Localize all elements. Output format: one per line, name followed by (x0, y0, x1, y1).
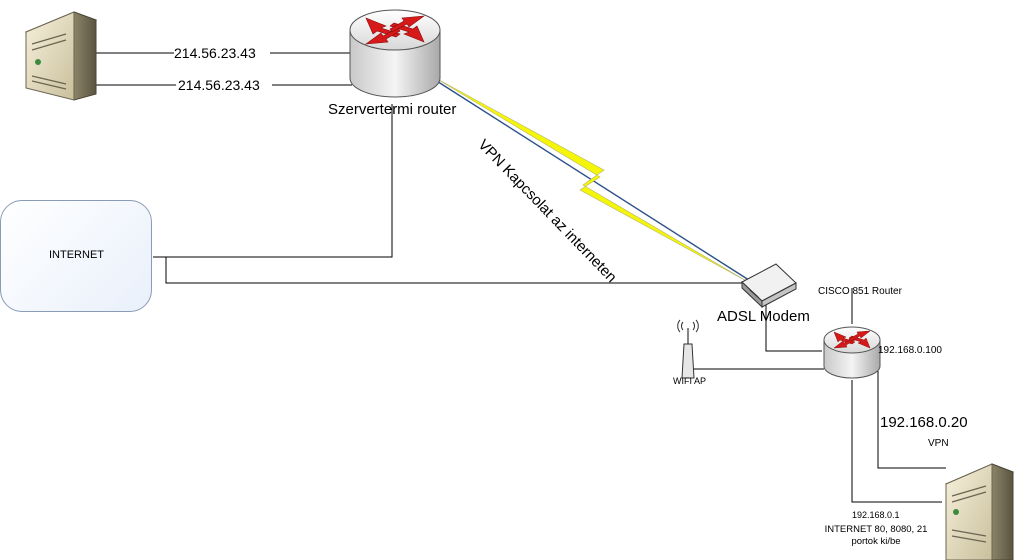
server-icon (944, 463, 1015, 560)
connection-lines (96, 52, 946, 503)
server-ip-label-2: 214.56.23.43 (178, 77, 260, 93)
internet-label: INTERNET (49, 249, 104, 261)
lan-ip-label: 192.168.0.1 (852, 510, 900, 520)
wifi-ap-icon (677, 319, 699, 379)
ports-note-label: INTERNET 80, 8080, 21 portok ki/be (824, 524, 928, 547)
vpn-ip-label: 192.168.0.20 (880, 414, 968, 431)
server-icon (24, 11, 98, 101)
wifi-ap-label: WIFI AP (673, 376, 707, 386)
adsl-modem-label: ADSL Modem (717, 308, 810, 325)
adsl-modem-icon (741, 263, 797, 309)
router-ip-label: 192.168.0.100 (878, 345, 942, 356)
cisco-router-label: CISCO 851 Router (818, 286, 902, 297)
vpn-label: VPN (928, 438, 949, 449)
router-icon (349, 9, 441, 98)
server-ip-label-1: 214.56.23.43 (174, 45, 256, 61)
router-icon (823, 326, 881, 379)
internet-cloud-box (0, 200, 152, 312)
server-room-router-label: Szervertermi router (328, 101, 457, 118)
